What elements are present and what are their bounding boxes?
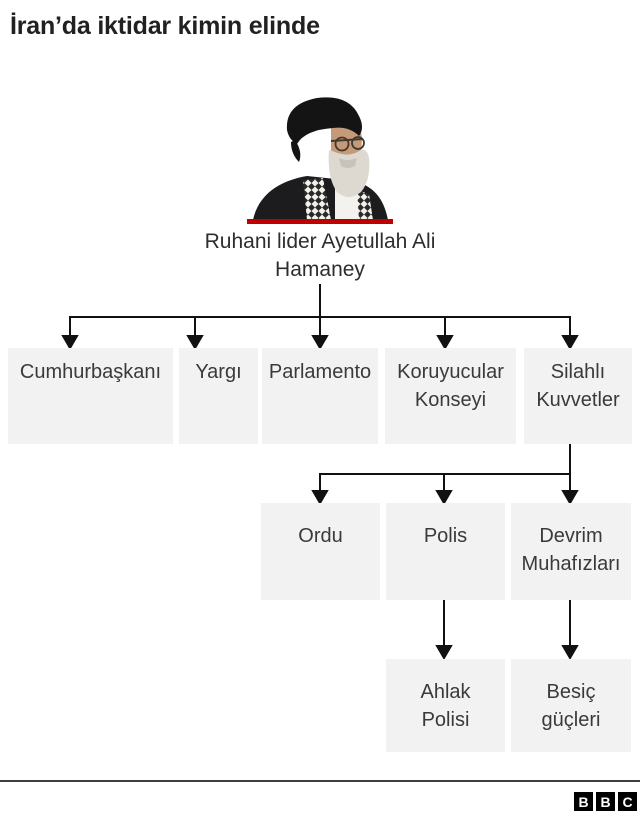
org-box-label: Ahlak Polisi xyxy=(420,681,471,731)
org-box-label: Cumhurbaşkanı xyxy=(19,361,162,383)
leader-portrait xyxy=(245,92,395,220)
org-box-ordu: Ordu xyxy=(261,503,380,600)
org-box-polis: Polis xyxy=(386,503,505,600)
bbc-logo: B B C xyxy=(574,792,637,811)
arrow-down-icon xyxy=(435,490,453,505)
arrow-down-icon xyxy=(561,490,579,505)
org-box-label: Koruyucular Konseyi xyxy=(397,361,504,411)
org-box-label: Besiç güçleri xyxy=(541,681,601,731)
bbc-logo-block: B xyxy=(596,792,615,811)
org-box-label: Parlamento xyxy=(268,361,372,383)
arrow-down-icon xyxy=(186,335,204,350)
org-box-cumhurbaskani: Cumhurbaşkanı xyxy=(8,348,173,444)
khamenei-portrait-icon xyxy=(253,97,388,220)
org-box-label: Yargı xyxy=(195,361,242,383)
bbc-logo-block: B xyxy=(574,792,593,811)
portrait-accent-bar xyxy=(247,219,393,224)
arrow-down-icon xyxy=(311,335,329,350)
footer-divider xyxy=(0,780,640,782)
arrow-down-icon xyxy=(436,335,454,350)
bbc-logo-block: C xyxy=(618,792,637,811)
org-box-label: Devrim Muhafızları xyxy=(521,525,621,575)
arrow-down-icon xyxy=(561,645,579,660)
org-box-silahli-kuvvetler: Silahlı Kuvvetler xyxy=(524,348,632,444)
org-box-label: Polis xyxy=(423,525,468,547)
org-box-parlamento: Parlamento xyxy=(262,348,378,444)
org-box-label: Ordu xyxy=(298,525,343,547)
arrow-down-icon xyxy=(61,335,79,350)
org-box-besic-gucleri: Besiç güçleri xyxy=(511,659,631,752)
arrow-down-icon xyxy=(435,645,453,660)
org-box-yargi: Yargı xyxy=(179,348,258,444)
arrow-down-icon xyxy=(311,490,329,505)
page-title: İran’da iktidar kimin elinde xyxy=(10,12,320,40)
org-box-ahlak-polisi: Ahlak Polisi xyxy=(386,659,505,752)
org-box-koruyucular-konseyi: Koruyucular Konseyi xyxy=(385,348,516,444)
arrow-down-icon xyxy=(561,335,579,350)
org-box-label: Silahlı Kuvvetler xyxy=(536,361,620,411)
leader-caption: Ruhani lider Ayetullah Ali Hamaney xyxy=(204,230,436,281)
org-box-devrim-muhafizlari: Devrim Muhafızları xyxy=(511,503,631,600)
